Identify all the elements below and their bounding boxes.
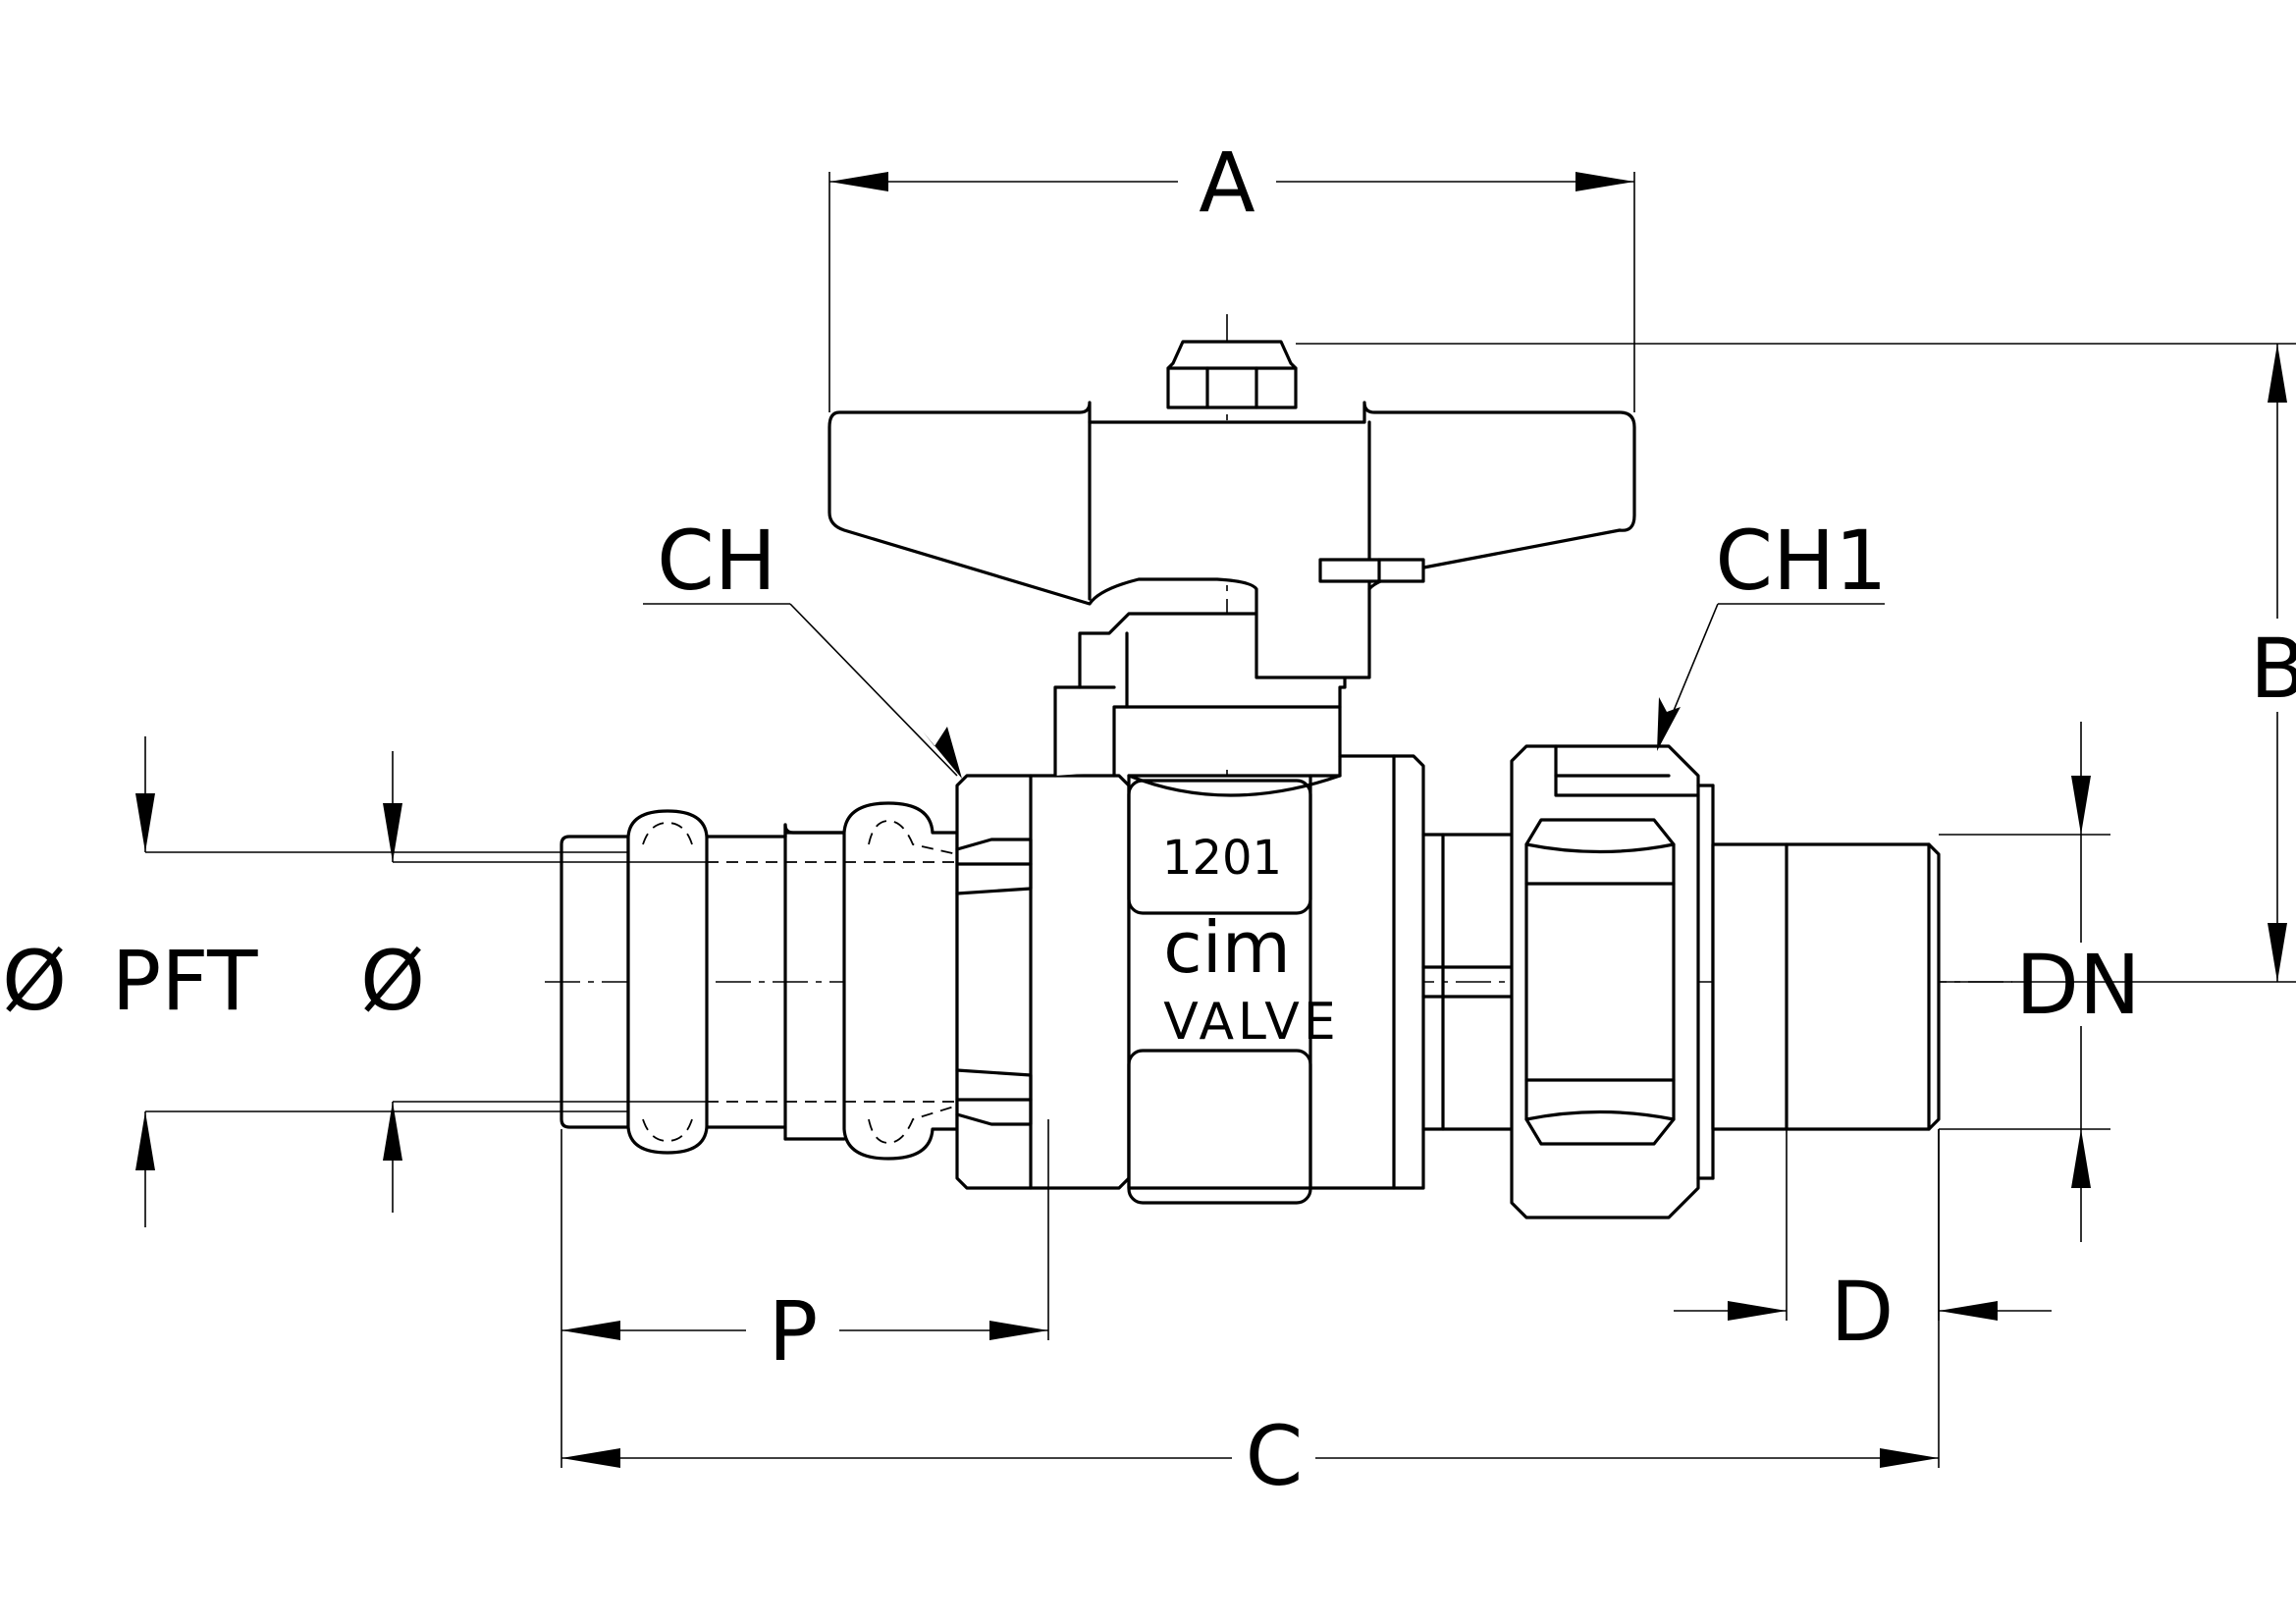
body-brand-sub: VALVE — [1163, 993, 1340, 1052]
handle-nut — [1166, 340, 1298, 409]
dimension-p: P — [561, 1119, 1049, 1380]
body-model-number: 1201 — [1162, 831, 1282, 886]
dimension-label-dn: DN — [2015, 937, 2141, 1033]
dimension-d: D — [1674, 1129, 2052, 1360]
leader-label-ch1: CH1 — [1715, 513, 1887, 609]
body-brand: cim — [1163, 906, 1291, 989]
male-thread-end — [1711, 842, 1941, 1131]
dimension-diameters-left: Ø PFT Ø — [2, 736, 707, 1227]
valve-body-center: 1201 cim VALVE — [1127, 754, 1425, 1205]
dimension-label-pft: PFT — [112, 933, 258, 1029]
handle — [828, 401, 1636, 679]
dimension-dn: DN — [1939, 722, 2141, 1242]
dimension-label-diameter-inner: Ø — [360, 933, 425, 1029]
dimension-label-b: B — [2250, 621, 2296, 717]
dimension-label-d: D — [1831, 1264, 1895, 1360]
valve-body-hex — [955, 774, 1131, 1190]
leader-ch: CH — [643, 513, 962, 779]
dimension-label-c: C — [1246, 1408, 1304, 1504]
leader-label-ch: CH — [657, 513, 776, 609]
dimension-label-p: P — [769, 1283, 819, 1380]
dimension-label-diameter-outer: Ø — [2, 933, 67, 1029]
dimension-a: A — [828, 135, 1635, 412]
dimension-label-a: A — [1199, 135, 1255, 231]
dimension-b: B — [1296, 343, 2296, 983]
leader-ch1: CH1 — [1657, 513, 1888, 751]
